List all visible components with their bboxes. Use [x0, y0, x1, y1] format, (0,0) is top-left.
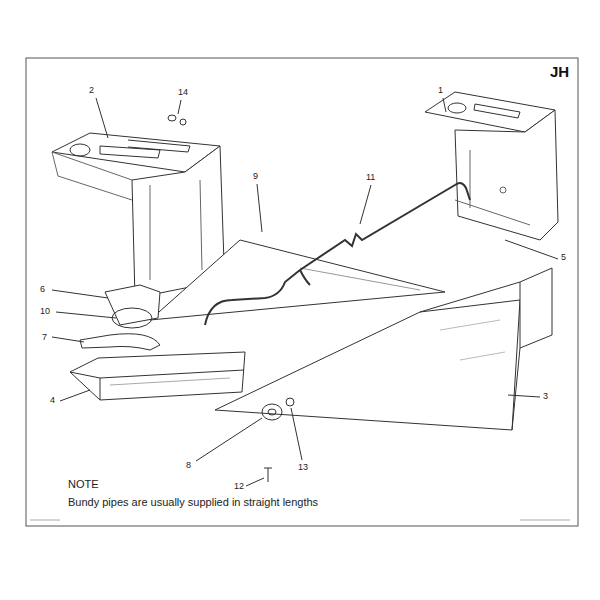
- callout-number: 13: [298, 463, 308, 473]
- callout-number: 11: [366, 173, 375, 183]
- note-text: Bundy pipes are usually supplied in stra…: [68, 496, 318, 508]
- note-heading: NOTE: [68, 478, 99, 490]
- callout-number: 2: [89, 86, 94, 96]
- callout-number: 14: [178, 88, 188, 98]
- callout-number: 8: [186, 461, 191, 471]
- callout-number: 3: [543, 392, 548, 402]
- callout-number: 1: [438, 86, 443, 96]
- sheet-code: JH: [550, 64, 569, 81]
- callout-number: 10: [40, 307, 50, 317]
- callout-number: 4: [50, 396, 55, 406]
- callout-number: 5: [561, 253, 566, 263]
- callout-number: 12: [234, 482, 244, 492]
- callout-number: 7: [42, 333, 47, 343]
- callout-number: 9: [253, 172, 258, 182]
- callout-number: 6: [40, 285, 45, 295]
